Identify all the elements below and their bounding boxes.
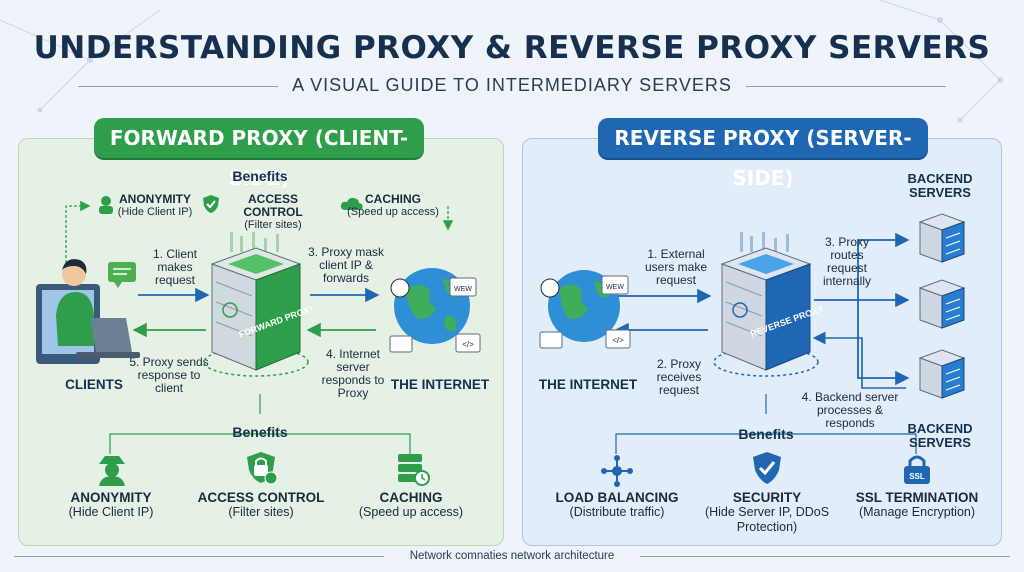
forward-benefits-heading-top: Benefits (232, 168, 288, 184)
shield-icon (203, 195, 219, 213)
backend-server-2 (918, 279, 966, 329)
cache-icon (398, 454, 430, 486)
forward-benefits-heading-bottom: Benefits (232, 424, 288, 440)
forward-proxy-pill: FORWARD PROXY (CLIENT-SIDE) (94, 118, 424, 190)
forward-step-1: 1. Client makes request (152, 247, 198, 287)
svg-text:WEW: WEW (454, 286, 472, 293)
page-title: UNDERSTANDING PROXY & REVERSE PROXY SERV… (33, 30, 991, 66)
internet-label-right: THE INTERNET (538, 377, 638, 392)
forward-benefit-access-control: ACCESS CONTROL(Filter sites) (197, 490, 325, 519)
network-icon (601, 455, 633, 487)
forward-top-benefit-caching: CACHING(Speed up access) (347, 192, 439, 219)
internet-label-left: THE INTERNET (390, 377, 490, 392)
reverse-proxy-pill: REVERSE PROXY (SERVER-SIDE) (598, 118, 928, 190)
page-subtitle: A VISUAL GUIDE TO INTERMEDIARY SERVERS (0, 75, 1024, 96)
shield-check-icon (753, 452, 781, 484)
client-laptop-illustration (36, 259, 140, 364)
reverse-flow-arrows (614, 232, 917, 454)
ssl-lock-icon: SSL (904, 455, 930, 484)
svg-text:</>: </> (462, 340, 474, 349)
reverse-benefit-security: SECURITY(Hide Server IP, DDoS Protection… (704, 490, 830, 534)
internet-globe-left: WEW </> (389, 268, 481, 353)
reverse-step-1: 1. External users make request (644, 247, 708, 287)
backend-server-1 (918, 213, 966, 263)
forward-proxy-server: FORWARD PROXY (203, 232, 312, 377)
reverse-step-3: 3. Proxy routes request internally (822, 235, 872, 288)
backend-servers-label-bottom: BACKEND SERVERS (907, 421, 973, 450)
footer-line-left (14, 556, 384, 557)
reverse-step-4: 4. Backend server processes & responds (801, 390, 899, 430)
forward-step-5: 5. Proxy sends response to client (129, 355, 209, 395)
forward-step-4: 4. Internet server responds to Proxy (321, 347, 385, 400)
clients-label: CLIENTS (65, 377, 123, 392)
user-icon (99, 196, 113, 214)
forward-top-benefit-access-control: ACCESS CONTROL(Filter sites) (243, 192, 303, 232)
backend-servers-label-top: BACKEND SERVERS (907, 171, 973, 200)
reverse-benefit-ssl-termination: SSL TERMINATION(Manage Encryption) (855, 490, 979, 519)
footer-caption: Network comnaties network architecture (409, 550, 615, 562)
reverse-benefit-load-balancing: LOAD BALANCING(Distribute traffic) (555, 490, 679, 519)
forward-step-3: 3. Proxy mask client IP & forwards (307, 245, 385, 285)
reverse-step-2: 2. Proxy receives request (656, 357, 702, 397)
cloud-icon (340, 197, 363, 210)
forward-flow-arrows (65, 200, 454, 454)
reverse-proxy-server: REVERSE PROXY (713, 232, 822, 377)
forward-benefit-anonymity: ANONYMITY(Hide Client IP) (68, 490, 154, 519)
lock-icon (247, 452, 278, 485)
forward-benefit-caching: CACHING(Speed up access) (358, 490, 464, 519)
svg-text:WEW: WEW (606, 284, 624, 291)
reverse-benefits-heading: Benefits (738, 426, 794, 442)
footer-line-right (640, 556, 1010, 557)
svg-text:</>: </> (612, 336, 624, 345)
backend-server-3 (918, 349, 966, 399)
spy-icon (99, 456, 125, 486)
internet-globe-right: WEW </> (539, 270, 631, 349)
svg-text:SSL: SSL (909, 472, 925, 481)
forward-top-benefit-anonymity: ANONYMITY(Hide Client IP) (117, 192, 193, 219)
